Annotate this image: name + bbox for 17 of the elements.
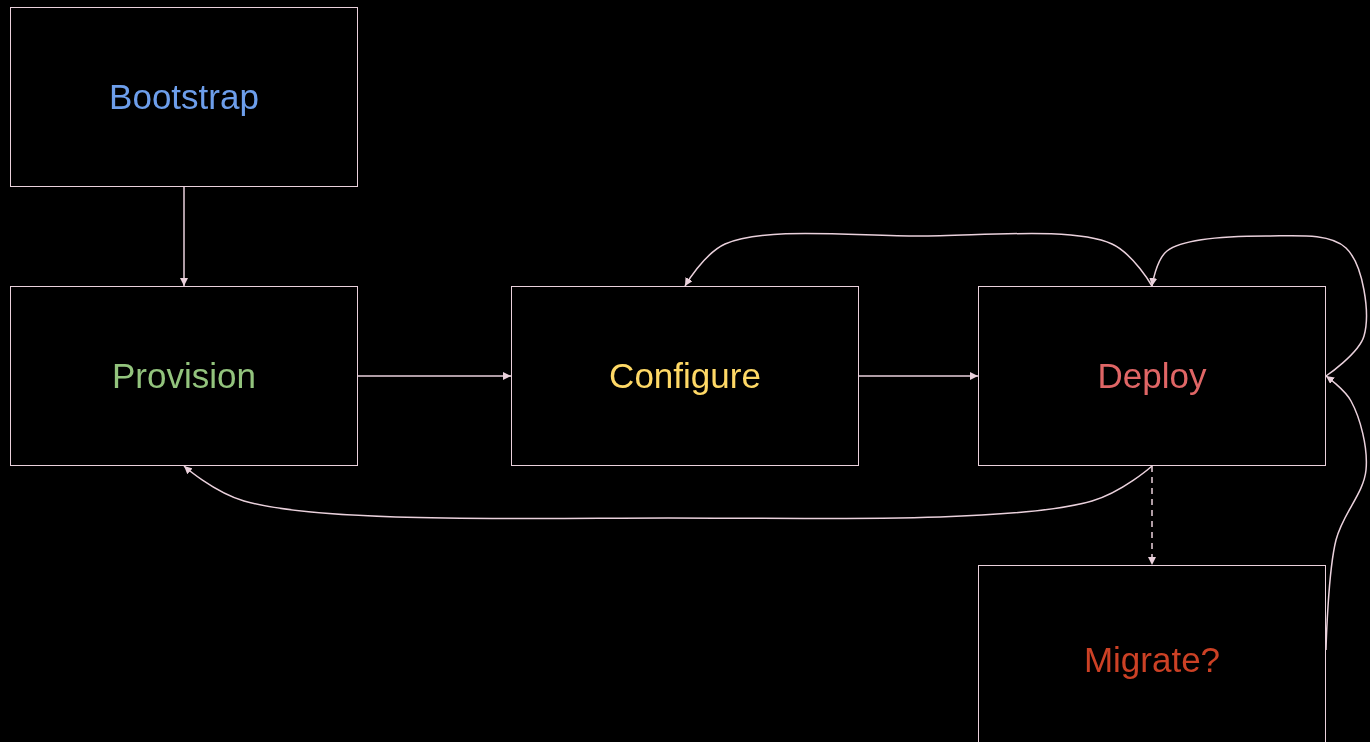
process-box bbox=[10, 286, 358, 466]
process-box bbox=[978, 565, 1326, 742]
process-box bbox=[978, 286, 1326, 466]
arrow bbox=[183, 465, 1153, 520]
step-label: Deploy bbox=[1097, 356, 1207, 396]
step-label: Migrate? bbox=[1083, 640, 1221, 680]
step-label: Bootstrap bbox=[109, 77, 259, 117]
process-box bbox=[10, 7, 358, 187]
arrow bbox=[1149, 234, 1368, 377]
process-box bbox=[511, 286, 859, 466]
arrow bbox=[684, 232, 1153, 287]
step-label: Provision bbox=[112, 356, 256, 396]
arrow bbox=[180, 186, 188, 287]
arrow bbox=[1148, 465, 1156, 566]
arrow bbox=[858, 372, 979, 380]
arrow bbox=[357, 372, 512, 380]
step-label: Configure bbox=[609, 356, 761, 396]
